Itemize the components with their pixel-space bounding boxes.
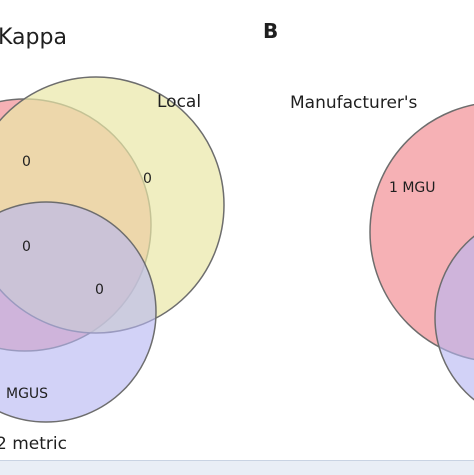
set-label-manufacturers: Manufacturer's [290,93,418,113]
count-top-left: 0 [22,154,31,170]
panel-a-venn [0,76,225,423]
set-label-metric: 2 metric [0,434,67,454]
count-lower-right: 0 [95,282,104,298]
count-panel-b-left: 1 MGU [389,180,436,196]
panel-b-letter: B [263,19,278,43]
count-bottom: MGUS [6,386,48,402]
panel-a-title: Kappa [0,25,67,50]
footer-strip [0,460,474,475]
set-label-local: Local [157,92,201,112]
panel-b-blue-circle [434,235,474,401]
count-right: 0 [143,171,152,187]
panel-a-blue-circle [0,201,157,423]
panel-b-venn [369,103,474,401]
count-center: 0 [22,239,31,255]
